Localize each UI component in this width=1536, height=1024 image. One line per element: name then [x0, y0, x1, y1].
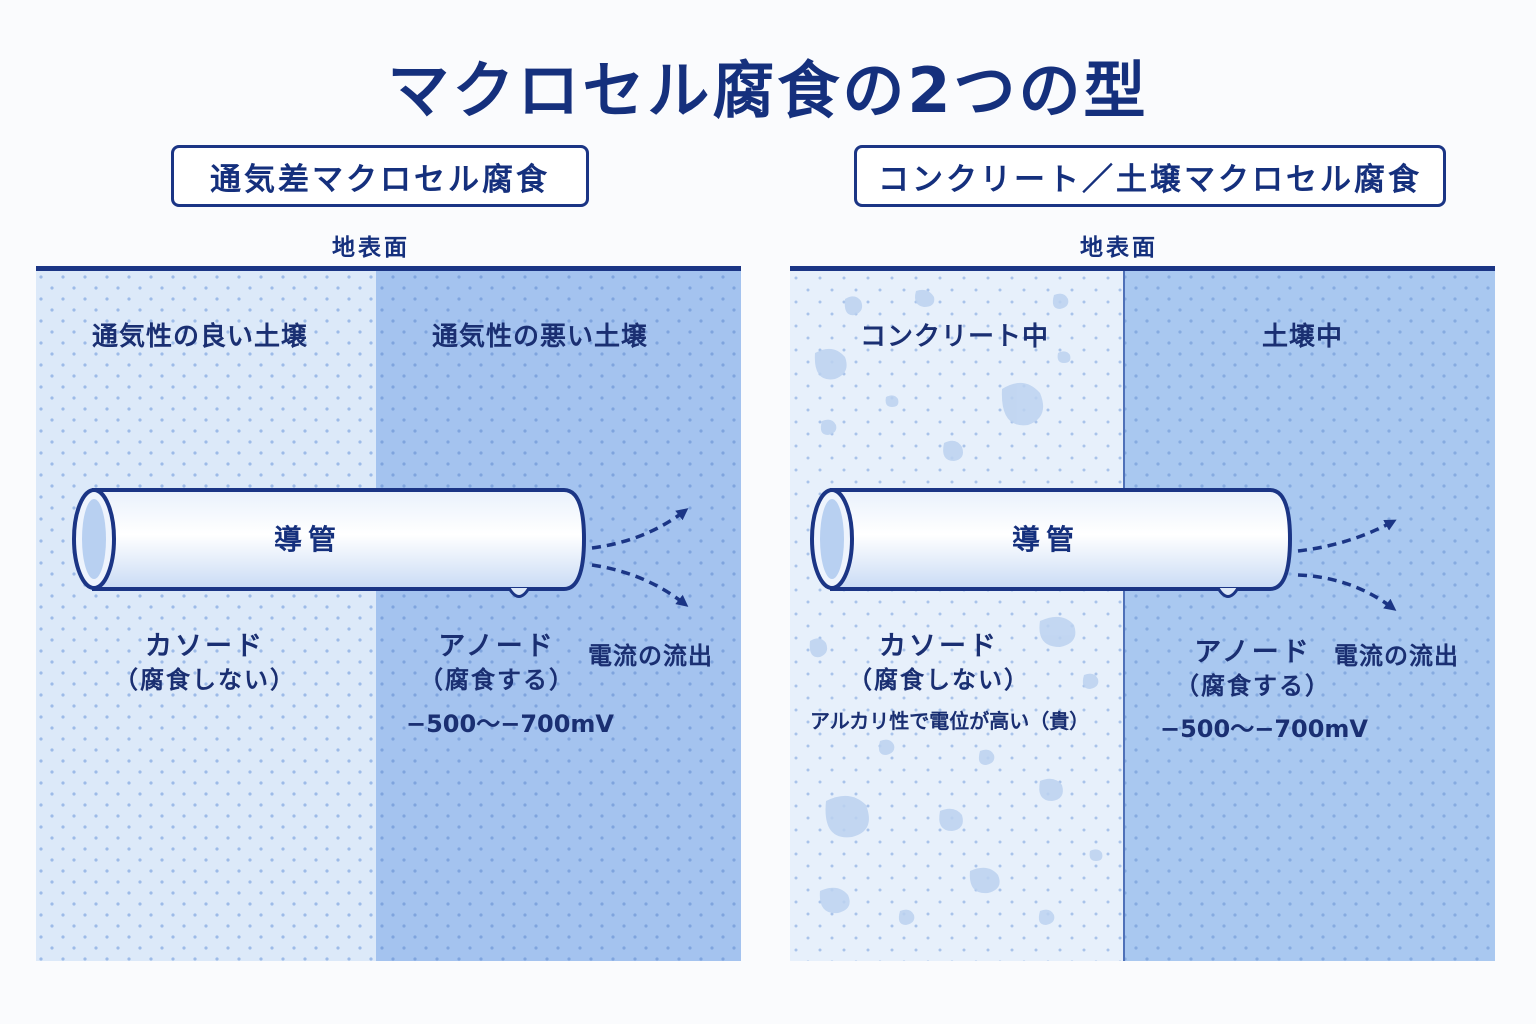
cathode-alkaline-note: アルカリ性で電位が高い（貴）: [810, 709, 1090, 733]
cathode-note: （腐食しない）: [114, 666, 296, 694]
zone-label-poor-aeration: 通気性の悪い土壌: [432, 322, 649, 352]
pipe-label: 導管: [1012, 523, 1081, 556]
panel-concrete-soil-macrocell: コンクリート／土壌マクロセル腐食 地表面: [790, 0, 1495, 1024]
ground-surface-label: 地表面: [1080, 235, 1158, 261]
pipe-label: 導管: [274, 523, 343, 556]
ground-surface-label: 地表面: [332, 235, 410, 261]
page-title: マクロセル腐食の2つの型: [387, 54, 1149, 127]
ground-surface-line: [36, 266, 741, 271]
ground-surface-line: [790, 266, 1495, 271]
pipe: [810, 488, 1293, 598]
soil-cross-section: [36, 271, 741, 961]
zone-label-good-aeration: 通気性の良い土壌: [92, 322, 309, 352]
current-arrow-upper: [1297, 519, 1397, 553]
current-outflow-label: 電流の流出: [588, 642, 713, 670]
anode-potential: −500〜−700mV: [1160, 715, 1368, 743]
current-arrow-upper: [591, 508, 689, 550]
anode-note: （腐食する）: [1175, 672, 1331, 700]
anode-label: アノード: [1194, 637, 1312, 668]
concrete-aggregate: [809, 289, 1103, 925]
corrosion-pit: [507, 587, 531, 598]
cathode-label: カソード: [145, 631, 265, 662]
anode-potential: −500〜−700mV: [406, 710, 614, 738]
current-outflow-label: 電流の流出: [1334, 642, 1459, 670]
zone-label-soil: 土壌中: [1262, 322, 1344, 352]
cathode-note: （腐食しない）: [848, 666, 1030, 694]
current-arrow-lower: [1297, 573, 1397, 611]
current-arrow-lower: [591, 563, 689, 607]
anode-note: （腐食する）: [419, 666, 575, 694]
panel-aeration-macrocell: 通気差マクロセル腐食 地表面: [36, 0, 741, 1024]
zone-label-concrete: コンクリート中: [860, 322, 1050, 352]
anode-label: アノード: [438, 631, 556, 662]
cathode-label: カソード: [879, 631, 999, 662]
type-label-box: コンクリート／土壌マクロセル腐食: [854, 145, 1446, 207]
pipe: [72, 488, 587, 598]
concrete-soil-cross-section: [790, 271, 1495, 961]
corrosion-pit: [1216, 587, 1240, 598]
type-label-box: 通気差マクロセル腐食: [171, 145, 589, 207]
